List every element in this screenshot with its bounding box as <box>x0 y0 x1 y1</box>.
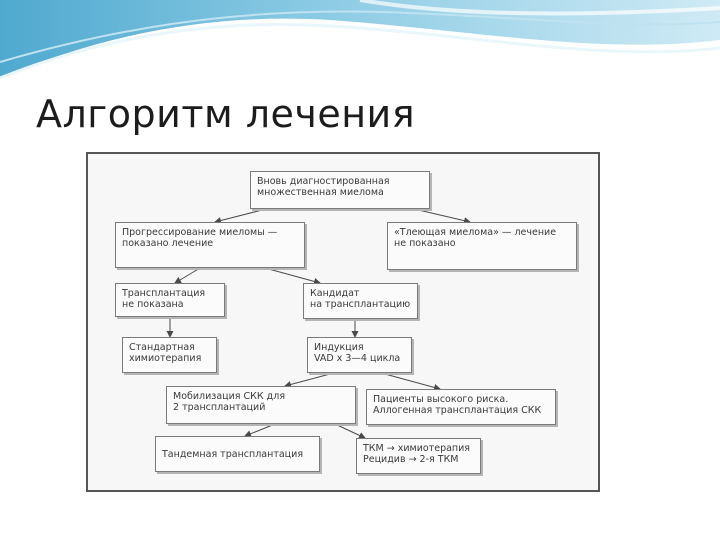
node-line: Аллогенная трансплантация СКК <box>373 405 542 416</box>
node-line: ТКМ → химиотерапия <box>363 443 471 454</box>
node-line: Мобилизация СКК для <box>173 391 286 402</box>
node-line: 2 трансплантаций <box>173 402 266 413</box>
node-line: Вновь диагностированная <box>257 176 390 187</box>
node-line: химиотерапия <box>129 353 202 364</box>
node-high-risk: Пациенты высокого риска. Аллогенная тран… <box>366 389 556 425</box>
node-line: множественная миелома <box>257 187 384 198</box>
node-line: не показана <box>122 299 184 310</box>
arrow-progression-to-candidate <box>264 267 321 285</box>
node-line: «Тлеющая миелома» — лечение <box>394 227 557 238</box>
node-line: Прогрессирование миеломы — <box>122 227 278 238</box>
slide-title: Алгоритм лечения <box>36 92 416 136</box>
arrow-mobilization-to-tandem <box>244 423 276 438</box>
node-line: Стандартная <box>129 342 195 353</box>
node-sck-mobilization: Мобилизация СКК для 2 трансплантаций <box>166 386 356 424</box>
node-line: Рецидив → 2-я ТКМ <box>363 454 459 465</box>
node-line: показано лечение <box>122 238 214 249</box>
node-line: Пациенты высокого риска. <box>373 394 509 405</box>
node-line: Тандемная трансплантация <box>162 449 304 460</box>
node-line: Индукция <box>314 342 364 353</box>
node-standard-chemo: Стандартная химиотерапия <box>122 337 217 373</box>
arrow-diagnosis-to-smoldering <box>409 207 471 225</box>
node-tandem: Тандемная трансплантация <box>155 436 320 472</box>
node-line: VAD x 3—4 цикла <box>314 353 401 364</box>
arrow-induction-to-mobilization <box>284 373 331 388</box>
node-tkm: ТКМ → химиотерапия Рецидив → 2-я ТКМ <box>356 438 481 474</box>
node-progression: Прогрессирование миеломы — показано лече… <box>115 222 305 268</box>
node-line: на трансплантацию <box>310 299 411 310</box>
node-smoldering: «Тлеющая миелома» — лечение не показано <box>387 222 577 270</box>
arrow-induction-to-high-risk <box>384 373 441 391</box>
node-line: Трансплантация <box>122 288 206 299</box>
node-transplant-not-indicated: Трансплантация не показана <box>115 283 225 317</box>
arrow-progression-to-not-indicated <box>174 267 201 284</box>
node-transplant-candidate: Кандидат на трансплантацию <box>303 283 418 319</box>
node-line: не показано <box>394 238 456 249</box>
header-banner <box>0 0 720 80</box>
node-new-diagnosis: Вновь диагностированная множественная ми… <box>250 171 430 209</box>
arrow-diagnosis-to-progression <box>214 207 271 224</box>
arrow-mobilization-to-tkm <box>334 423 366 439</box>
node-induction: Индукция VAD x 3—4 цикла <box>307 337 412 373</box>
node-line: Кандидат <box>310 288 360 299</box>
